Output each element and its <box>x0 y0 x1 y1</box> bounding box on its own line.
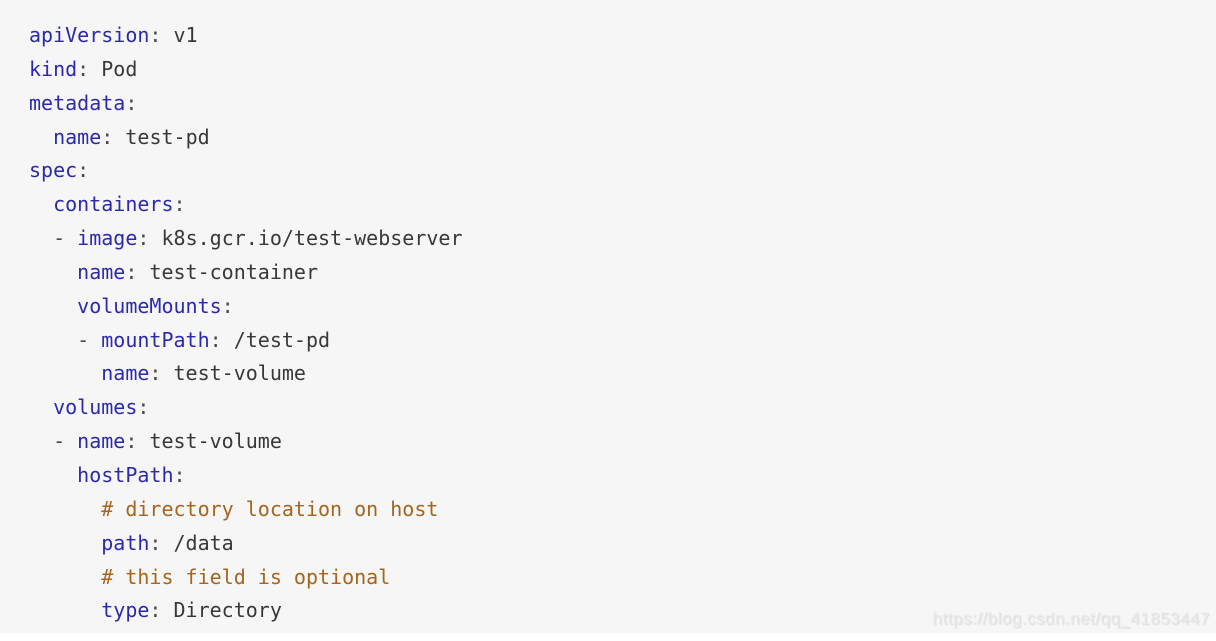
yaml-value: /test-pd <box>233 327 331 352</box>
yaml-punctuation: : <box>149 598 174 623</box>
code-line: spec: <box>29 154 1206 188</box>
code-line: metadata: <box>29 87 1206 121</box>
yaml-key: path <box>101 530 150 555</box>
yaml-key: spec <box>29 158 78 183</box>
yaml-punctuation <box>29 531 101 555</box>
code-line: kind: Pod <box>29 53 1206 87</box>
yaml-punctuation: : <box>173 462 186 487</box>
yaml-punctuation: : <box>125 259 150 284</box>
yaml-punctuation: : <box>209 327 234 352</box>
yaml-punctuation <box>29 294 77 318</box>
yaml-key: type <box>101 598 150 623</box>
yaml-key: name <box>53 124 102 149</box>
yaml-punctuation: : <box>149 530 174 555</box>
yaml-punctuation: - <box>29 226 78 251</box>
yaml-key: hostPath <box>77 462 174 487</box>
yaml-value: Directory <box>173 598 282 623</box>
code-line: hostPath: <box>29 459 1206 493</box>
yaml-value: test-pd <box>125 124 210 149</box>
yaml-punctuation <box>29 192 53 216</box>
code-line: # directory location on host <box>29 493 1206 527</box>
yaml-punctuation: : <box>77 158 90 183</box>
yaml-key: metadata <box>29 90 126 115</box>
code-line: apiVersion: v1 <box>29 19 1206 53</box>
yaml-value: test-container <box>149 259 319 284</box>
code-line: # this field is optional <box>29 561 1206 595</box>
code-line: name: test-container <box>29 256 1206 290</box>
code-line: containers: <box>29 188 1206 222</box>
code-line: path: /data <box>29 527 1206 561</box>
yaml-key: name <box>101 361 150 386</box>
yaml-punctuation: : <box>221 293 234 318</box>
yaml-punctuation: : <box>101 124 126 149</box>
yaml-key: name <box>77 429 126 454</box>
yaml-value: k8s.gcr.io/test-webserver <box>161 226 463 251</box>
yaml-punctuation: : <box>137 395 150 420</box>
yaml-value: test-volume <box>149 429 282 454</box>
yaml-value: test-volume <box>173 361 306 386</box>
code-line: volumeMounts: <box>29 290 1206 324</box>
yaml-key: image <box>77 226 138 251</box>
yaml-key: kind <box>29 56 78 81</box>
yaml-punctuation: - <box>29 429 78 454</box>
code-line: - name: test-volume <box>29 425 1206 459</box>
code-line: volumes: <box>29 391 1206 425</box>
yaml-punctuation: - <box>29 327 102 352</box>
code-line: - image: k8s.gcr.io/test-webserver <box>29 222 1206 256</box>
yaml-value: /data <box>173 530 234 555</box>
code-line: - mountPath: /test-pd <box>29 324 1206 358</box>
yaml-key: mountPath <box>101 327 210 352</box>
yaml-key: name <box>77 259 126 284</box>
yaml-punctuation: : <box>149 23 174 47</box>
code-line: name: test-pd <box>29 121 1206 155</box>
yaml-punctuation: : <box>125 429 150 454</box>
yaml-punctuation <box>29 497 101 521</box>
yaml-punctuation: : <box>77 56 102 81</box>
yaml-punctuation <box>29 565 101 589</box>
yaml-punctuation: : <box>125 90 138 115</box>
yaml-punctuation <box>29 361 101 385</box>
yaml-punctuation: : <box>137 226 162 251</box>
code-line: name: test-volume <box>29 357 1206 391</box>
yaml-value: Pod <box>101 56 138 81</box>
yaml-punctuation: : <box>149 361 174 386</box>
yaml-key: volumes <box>53 395 138 420</box>
yaml-punctuation <box>29 598 101 622</box>
yaml-value: v1 <box>173 23 198 47</box>
page-bottom-strip <box>0 633 1216 641</box>
yaml-punctuation: : <box>173 192 186 217</box>
yaml-punctuation <box>29 260 77 284</box>
yaml-key: volumeMounts <box>77 293 222 318</box>
code-line: type: Directory <box>29 594 1206 628</box>
yaml-comment: # this field is optional <box>101 564 391 589</box>
yaml-key: apiVersion <box>29 23 150 47</box>
yaml-punctuation <box>29 395 53 419</box>
yaml-comment: # directory location on host <box>101 496 439 521</box>
yaml-punctuation <box>29 463 77 487</box>
yaml-punctuation <box>29 125 53 149</box>
yaml-key: containers <box>53 192 174 217</box>
